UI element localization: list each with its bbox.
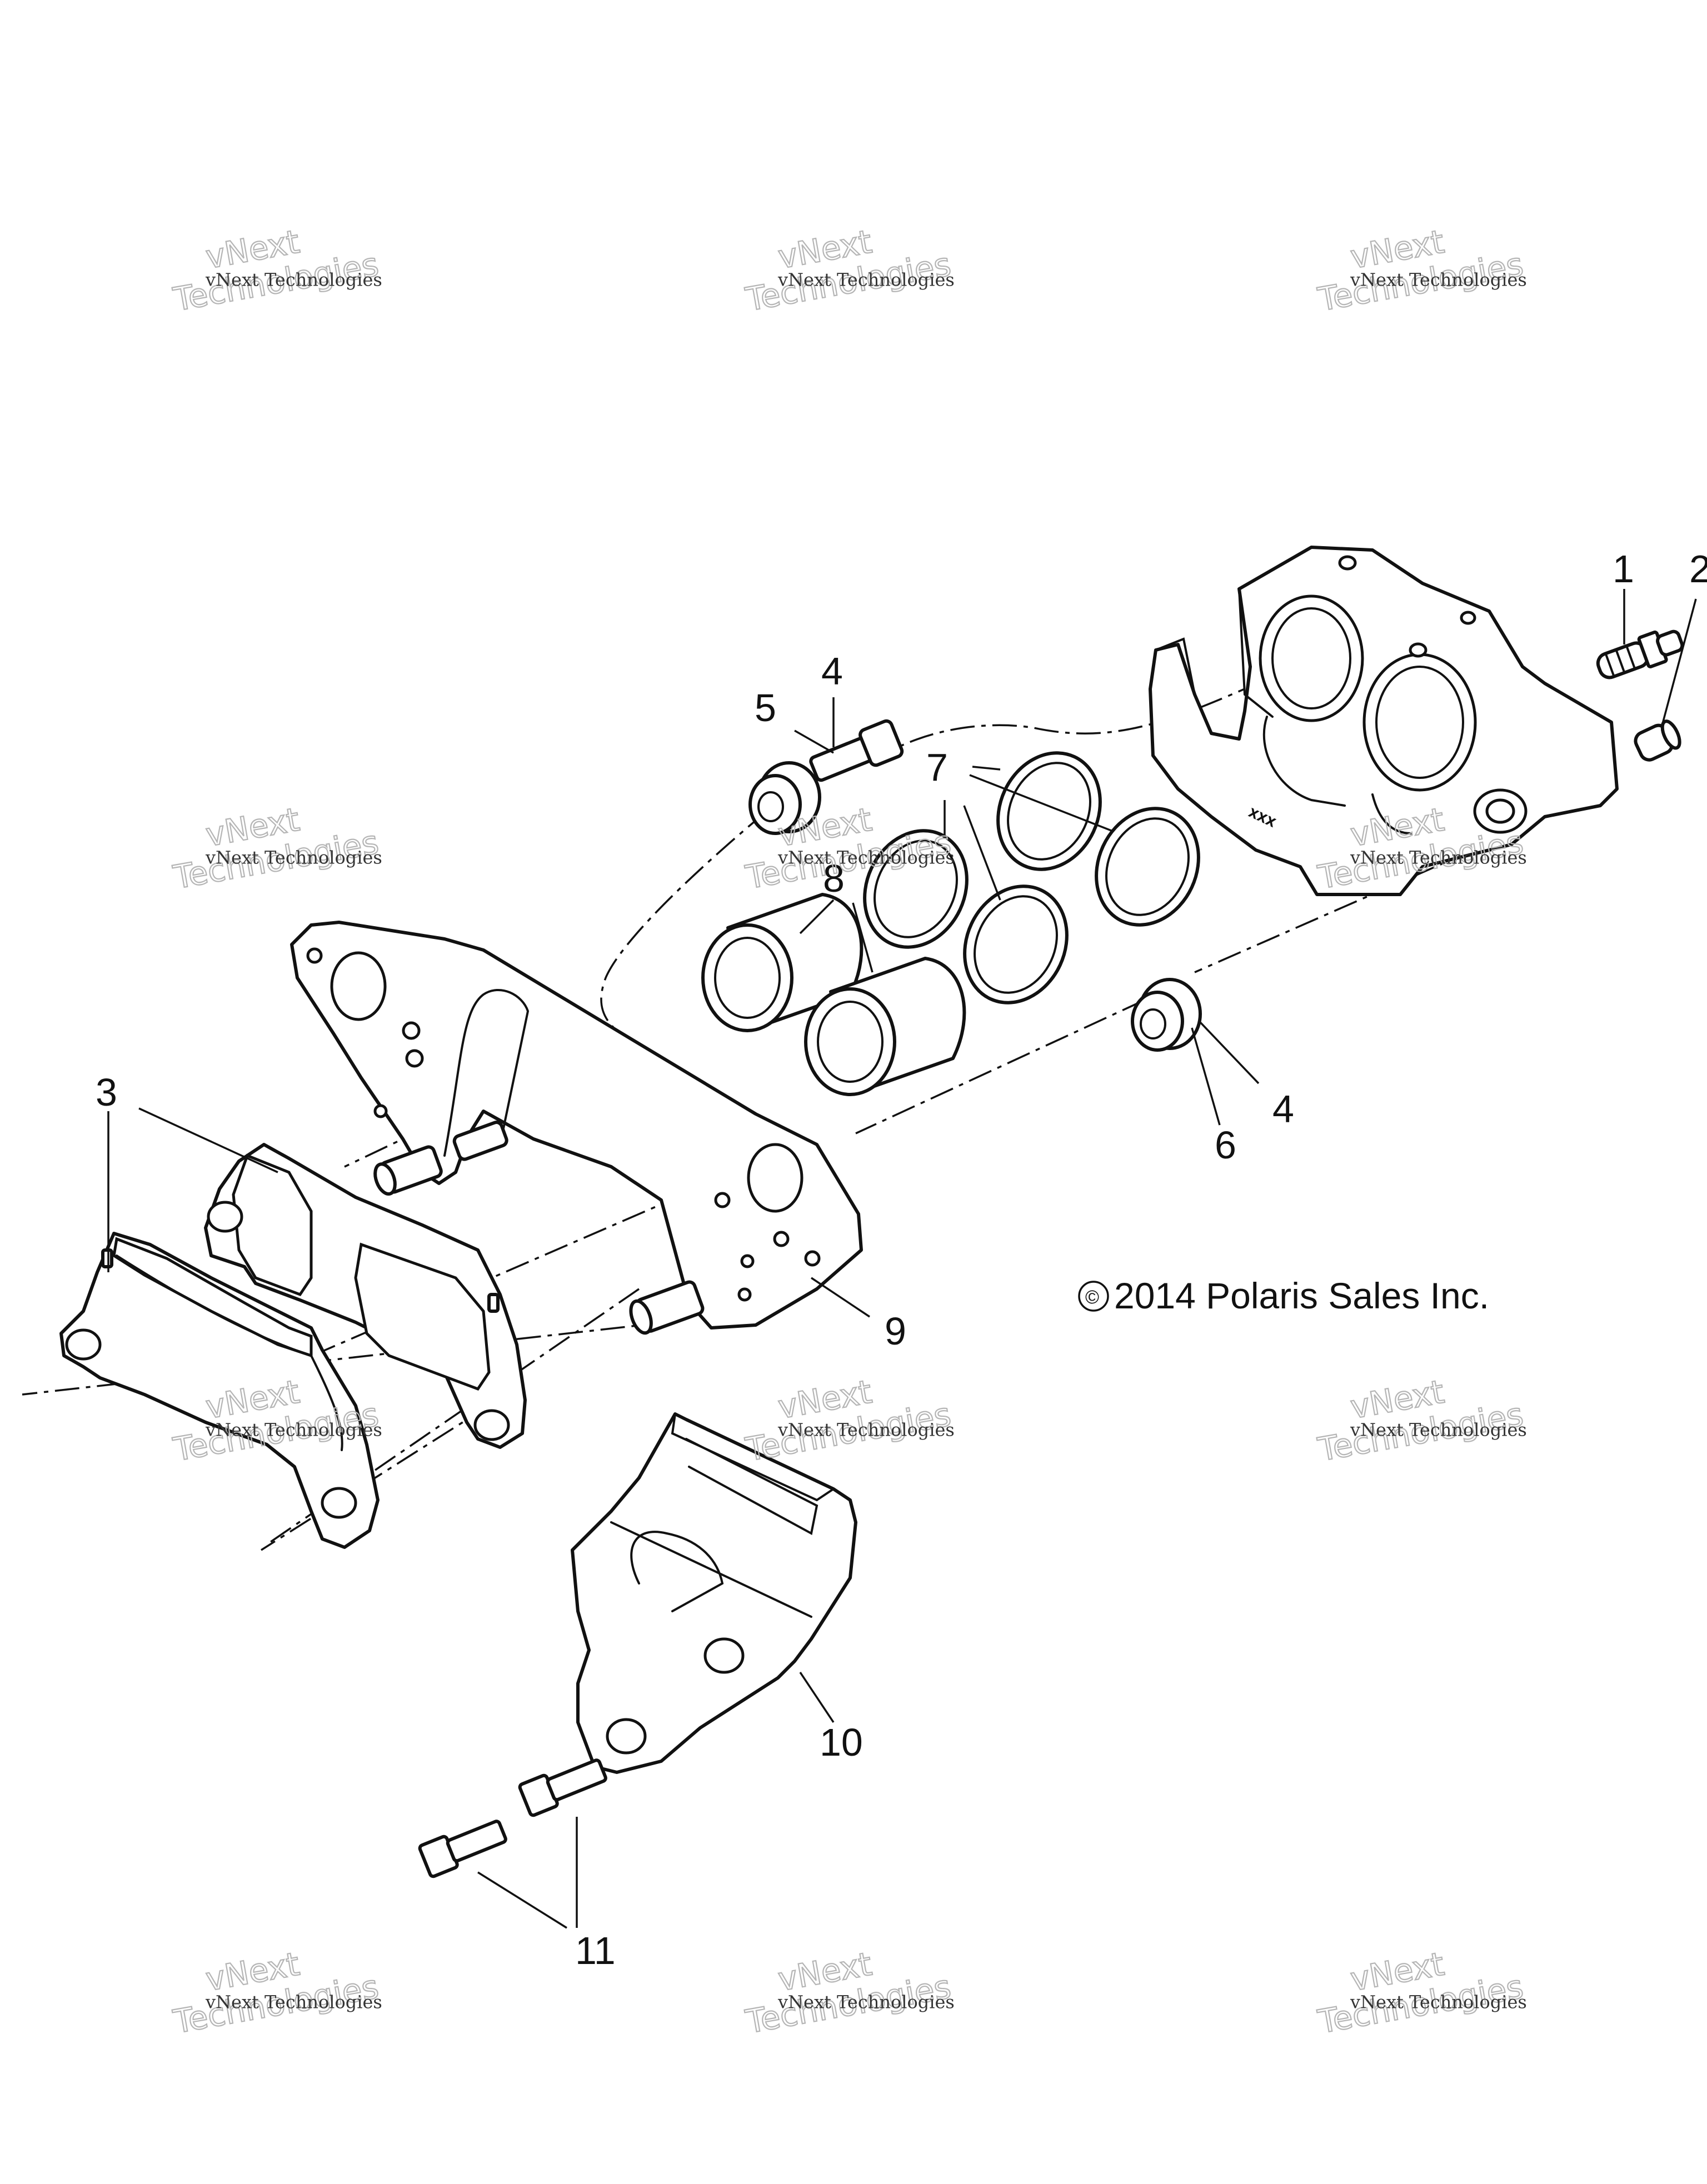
callout-numbers: 1 2 4 5 7 8 4 6 3 9 10 11	[96, 547, 1707, 1972]
callout-2: 2	[1689, 547, 1707, 591]
pistons	[701, 893, 966, 1096]
guide-pin-boot-upper	[748, 761, 821, 835]
callout-6: 6	[1215, 1123, 1236, 1167]
mounting-bolt-2	[418, 1820, 507, 1878]
svg-text:vNext Technologies: vNext Technologies	[777, 1992, 955, 2013]
svg-text:vNext Technologies: vNext Technologies	[1350, 1992, 1527, 2013]
guide-pin-boot-lower	[1131, 978, 1202, 1052]
caliper-mounting-bracket	[571, 1412, 857, 1774]
mounting-bolt-1	[518, 1758, 607, 1817]
bracket-slide-pins	[373, 1121, 705, 1335]
callout-10: 10	[820, 1721, 863, 1764]
callout-9: 9	[885, 1310, 906, 1353]
callout-1: 1	[1613, 547, 1634, 591]
svg-text:vNext Technologies: vNext Technologies	[777, 1420, 955, 1441]
svg-text:vNext Technologies: vNext Technologies	[205, 1992, 382, 2013]
copyright-text: 2014 Polaris Sales Inc.	[1114, 1275, 1489, 1316]
callout-7: 7	[926, 746, 948, 789]
callout-4-lower: 4	[1272, 1087, 1294, 1131]
svg-text:vNext Technologies: vNext Technologies	[777, 269, 955, 291]
copyright-notice: © 2014 Polaris Sales Inc.	[1078, 1275, 1489, 1316]
svg-text:vNext Technologies: vNext Technologies	[205, 1420, 382, 1441]
bleeder-cap	[1634, 719, 1681, 762]
guide-pin-bolt-upper	[809, 719, 904, 782]
brake-pad-inner	[204, 1143, 527, 1449]
svg-text:vNext Technologies: vNext Technologies	[1350, 847, 1527, 868]
watermarks: vNext Technologies vNext Technologies vN…	[169, 222, 1527, 2042]
bleeder-screw	[1596, 629, 1684, 679]
callout-11: 11	[575, 1929, 616, 1972]
svg-text:vNext Technologies: vNext Technologies	[205, 269, 382, 291]
brake-pad-outer	[59, 1232, 380, 1549]
piston-seals	[863, 751, 1200, 1004]
svg-text:vNext Technologies: vNext Technologies	[777, 847, 955, 868]
callout-3: 3	[96, 1071, 117, 1114]
svg-text:vNext Technologies: vNext Technologies	[1350, 1420, 1527, 1441]
copyright-symbol: ©	[1085, 1287, 1099, 1308]
caliper-body: XXX	[1149, 546, 1619, 896]
svg-text:vNext Technologies: vNext Technologies	[1350, 269, 1527, 291]
callout-8: 8	[823, 857, 845, 900]
caliper-bracket	[290, 921, 863, 1330]
callout-5: 5	[755, 686, 776, 729]
copyright-symbol-circle	[1078, 1281, 1109, 1312]
leader-lines	[107, 589, 1697, 1929]
callout-4-upper: 4	[821, 649, 843, 693]
svg-text:vNext Technologies: vNext Technologies	[205, 847, 382, 868]
